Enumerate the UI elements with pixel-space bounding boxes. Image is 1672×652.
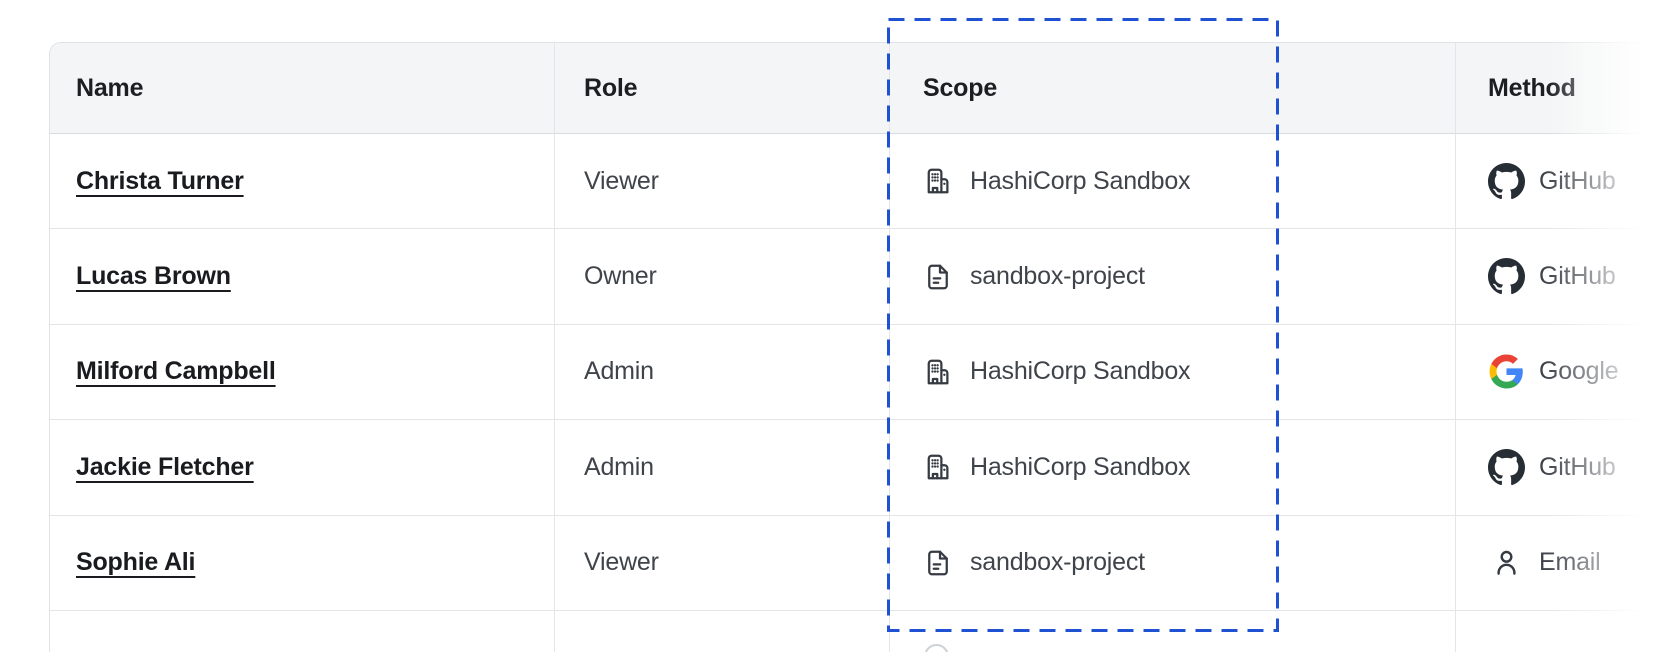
table-body: Christa Turner Viewer HashiCorp Sandbox … [50,134,1672,611]
column-header-method: Method [1456,43,1672,133]
cell-scope: sandbox-project [890,515,1456,610]
column-header-scope: Scope [890,43,1456,133]
cell-role: Viewer [555,515,890,610]
cell-scope: HashiCorp Sandbox [890,134,1456,229]
org-icon [923,166,953,196]
column-header-role-label: Role [584,73,638,102]
table-row: Lucas Brown Owner sandbox-project GitHub [50,229,1672,325]
cell-name: Lucas Brown [50,229,555,324]
partial-next-row [50,610,1672,652]
cell-role: Admin [555,324,890,420]
github-icon [1488,163,1525,200]
cell-method: Email [1456,516,1672,610]
scope-label: sandbox-project [970,262,1145,291]
method-label: Email [1539,548,1601,577]
method-label: GitHub [1539,166,1616,195]
cell-scope: sandbox-project [890,229,1456,324]
cell-scope: HashiCorp Sandbox [890,324,1456,420]
members-table: Name Role Scope Method Christa Turner Vi… [49,42,1672,652]
file-icon [923,262,953,292]
cell-method: GitHub [1456,134,1672,228]
cell-role: Owner [555,229,890,324]
table-header-row: Name Role Scope Method [50,43,1672,134]
file-icon [923,548,953,578]
table-row: Sophie Ali Viewer sandbox-project Email [50,515,1672,611]
scope-label: HashiCorp Sandbox [970,452,1191,481]
member-name-link[interactable]: Sophie Ali [76,548,196,577]
member-name-link[interactable]: Jackie Fletcher [76,452,254,481]
github-icon [1488,449,1525,486]
table-row: Christa Turner Viewer HashiCorp Sandbox … [50,134,1672,230]
column-header-role: Role [555,43,890,133]
google-icon [1488,353,1525,390]
scope-label: HashiCorp Sandbox [970,166,1191,195]
table-row: Jackie Fletcher Admin HashiCorp Sandbox … [50,420,1672,516]
user-icon [1491,547,1522,578]
cell-name: Milford Campbell [50,324,555,420]
cell-method: GitHub [1456,420,1672,514]
member-role-label: Admin [584,357,654,386]
column-header-scope-label: Scope [923,73,998,102]
column-header-name-label: Name [76,73,144,102]
cell-role: Viewer [555,134,890,229]
org-icon [923,452,953,482]
cell-role: Admin [555,420,890,515]
member-role-label: Viewer [584,548,659,577]
cell-name: Sophie Ali [50,515,555,610]
scope-label: HashiCorp Sandbox [970,357,1191,386]
member-name-link[interactable]: Christa Turner [76,166,244,195]
cell-scope: HashiCorp Sandbox [890,420,1456,515]
cell-method: GitHub [1456,229,1672,323]
column-header-method-label: Method [1488,73,1576,102]
member-role-label: Admin [584,452,654,481]
method-label: Google [1539,357,1619,386]
method-label: GitHub [1539,452,1616,481]
table-row: Milford Campbell Admin HashiCorp Sandbox… [50,324,1672,421]
member-role-label: Viewer [584,166,659,195]
column-header-name: Name [50,43,555,133]
org-icon [923,357,953,387]
member-name-link[interactable]: Milford Campbell [76,357,276,386]
cell-name: Jackie Fletcher [50,420,555,515]
scope-label: sandbox-project [970,548,1145,577]
cell-name: Christa Turner [50,134,555,229]
method-label: GitHub [1539,262,1616,291]
member-name-link[interactable]: Lucas Brown [76,262,231,291]
cell-method: Google [1456,325,1672,419]
github-icon [1488,258,1525,295]
member-role-label: Owner [584,262,657,291]
